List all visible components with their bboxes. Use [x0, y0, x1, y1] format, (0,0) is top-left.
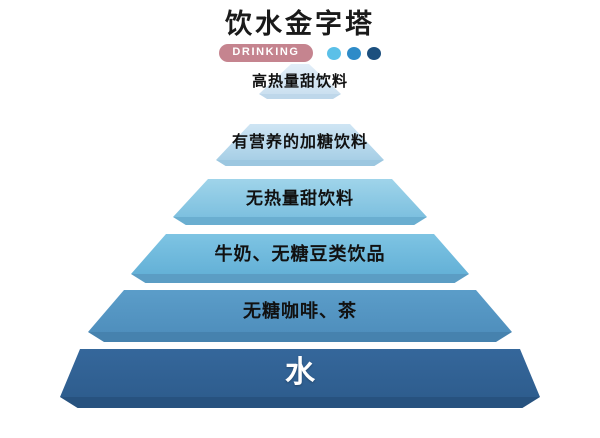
header: 饮水金字塔 DRINKING	[0, 0, 600, 62]
tier-base-edge	[60, 397, 540, 408]
pyramid-tier-4[interactable]: 牛奶、无糖豆类饮品	[0, 234, 600, 283]
pyramid-tier-3[interactable]: 无热量甜饮料	[0, 179, 600, 225]
pyramid-tier-5[interactable]: 无糖咖啡、茶	[0, 290, 600, 342]
tier-label-2: 有营养的加糖饮料	[231, 134, 368, 151]
pyramid-tier-6[interactable]: 水	[0, 349, 600, 408]
drinking-badge: DRINKING	[219, 44, 313, 62]
tier-label-1: 高热量甜饮料	[251, 73, 348, 90]
pyramid-tier-1[interactable]: 高热量甜饮料	[0, 64, 600, 99]
dot-light-blue	[326, 46, 341, 60]
tier-face	[88, 290, 512, 332]
tier-face	[60, 349, 540, 397]
tier-base-edge	[216, 160, 384, 166]
tier-base-edge	[88, 332, 512, 342]
tier-base-edge	[173, 217, 427, 225]
tier-face	[131, 234, 469, 274]
pyramid-tier-2[interactable]: 有营养的加糖饮料	[0, 124, 600, 166]
dot-group	[326, 46, 381, 60]
dot-medium-blue	[346, 46, 361, 60]
tier-face	[173, 179, 427, 217]
drinking-pyramid: 高热量甜饮料有营养的加糖饮料无热量甜饮料牛奶、无糖豆类饮品无糖咖啡、茶水	[0, 62, 600, 408]
subtitle-row: DRINKING	[0, 44, 600, 62]
tier-label-4: 牛奶、无糖豆类饮品	[214, 244, 386, 264]
dot-dark-blue	[366, 46, 381, 60]
tier-base-edge	[259, 94, 341, 99]
tier-label-3: 无热量甜饮料	[246, 189, 354, 208]
tier-base-edge	[131, 274, 469, 283]
tier-label-5: 无糖咖啡、茶	[243, 301, 357, 321]
page-title: 饮水金字塔	[225, 9, 375, 39]
tier-label-6: 水	[285, 356, 315, 389]
